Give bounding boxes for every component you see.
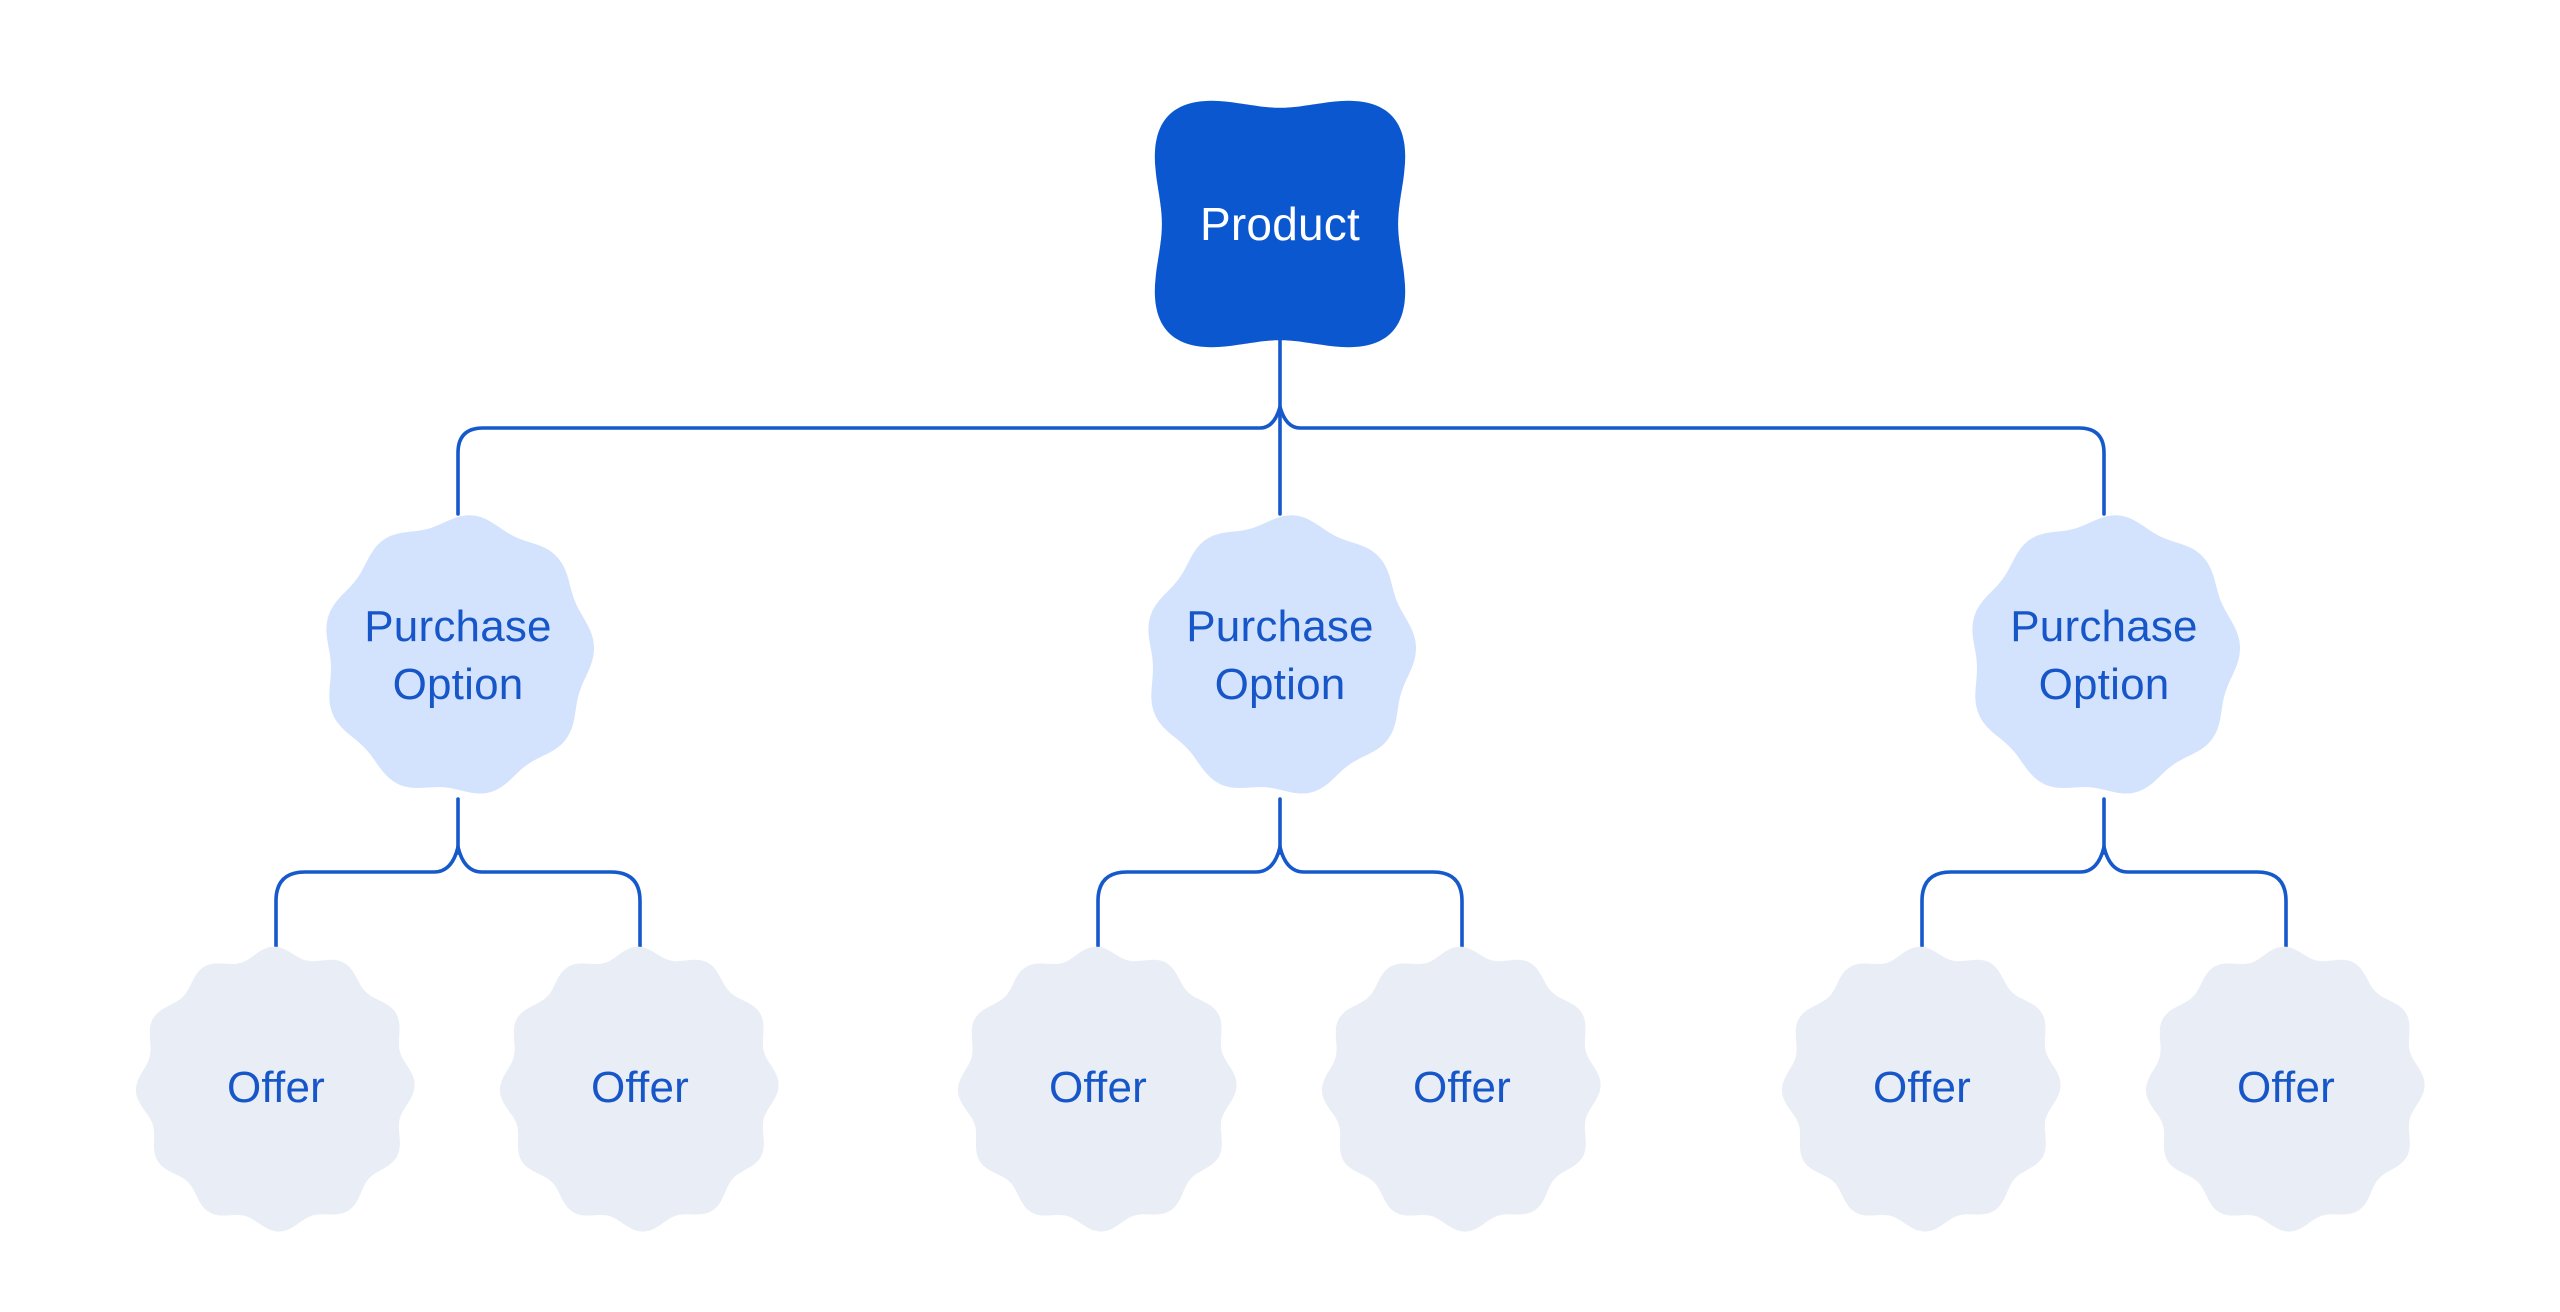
node-offer-2-1: Offer (928, 918, 1268, 1258)
offer-label: Offer (1412, 1062, 1511, 1112)
offer-blob (136, 946, 415, 1232)
offer-blob (1322, 946, 1601, 1232)
purchase-option-label: Purchase Option (2010, 601, 2198, 709)
product-blob-shape (1154, 100, 1406, 348)
purchase-option-blob-shape (1148, 515, 1416, 794)
offer-blob (500, 946, 779, 1232)
offer-blob-shape (2146, 946, 2425, 1232)
node-offer-1-1: Offer (106, 918, 446, 1258)
node-purchase-option-2: Purchase Option (1110, 486, 1450, 826)
node-offer-1-2: Offer (470, 918, 810, 1258)
purchase-option-blob-shape (1972, 515, 2240, 794)
purchase-option-blob (1148, 515, 1416, 794)
offer-blob-shape (1782, 946, 2061, 1232)
offer-blob-shape (500, 946, 779, 1232)
offer-blob-shape (1322, 946, 1601, 1232)
node-offer-3-2: Offer (2116, 918, 2456, 1258)
product-blob (1154, 100, 1406, 348)
node-purchase-option-1: Purchase Option (288, 486, 628, 826)
node-offer-3-1: Offer (1752, 918, 2092, 1258)
offer-label: Offer (1872, 1062, 1971, 1112)
purchase-option-blob-shape (326, 515, 594, 794)
offer-blob-shape (958, 946, 1237, 1232)
offer-blob-shape (136, 946, 415, 1232)
purchase-option-label: Purchase Option (364, 601, 552, 709)
offer-label: Offer (1048, 1062, 1147, 1112)
offer-blob (2146, 946, 2425, 1232)
node-offer-2-2: Offer (1292, 918, 1632, 1258)
purchase-option-blob (326, 515, 594, 794)
offer-label: Offer (226, 1062, 325, 1112)
product-label: Product (1200, 197, 1360, 250)
offer-blob (1782, 946, 2061, 1232)
offer-blob (958, 946, 1237, 1232)
node-product: Product (1110, 54, 1450, 394)
purchase-option-blob (1972, 515, 2240, 794)
offer-label: Offer (2236, 1062, 2335, 1112)
purchase-option-label: Purchase Option (1186, 601, 1374, 709)
offer-label: Offer (590, 1062, 689, 1112)
node-purchase-option-3: Purchase Option (1934, 486, 2274, 826)
